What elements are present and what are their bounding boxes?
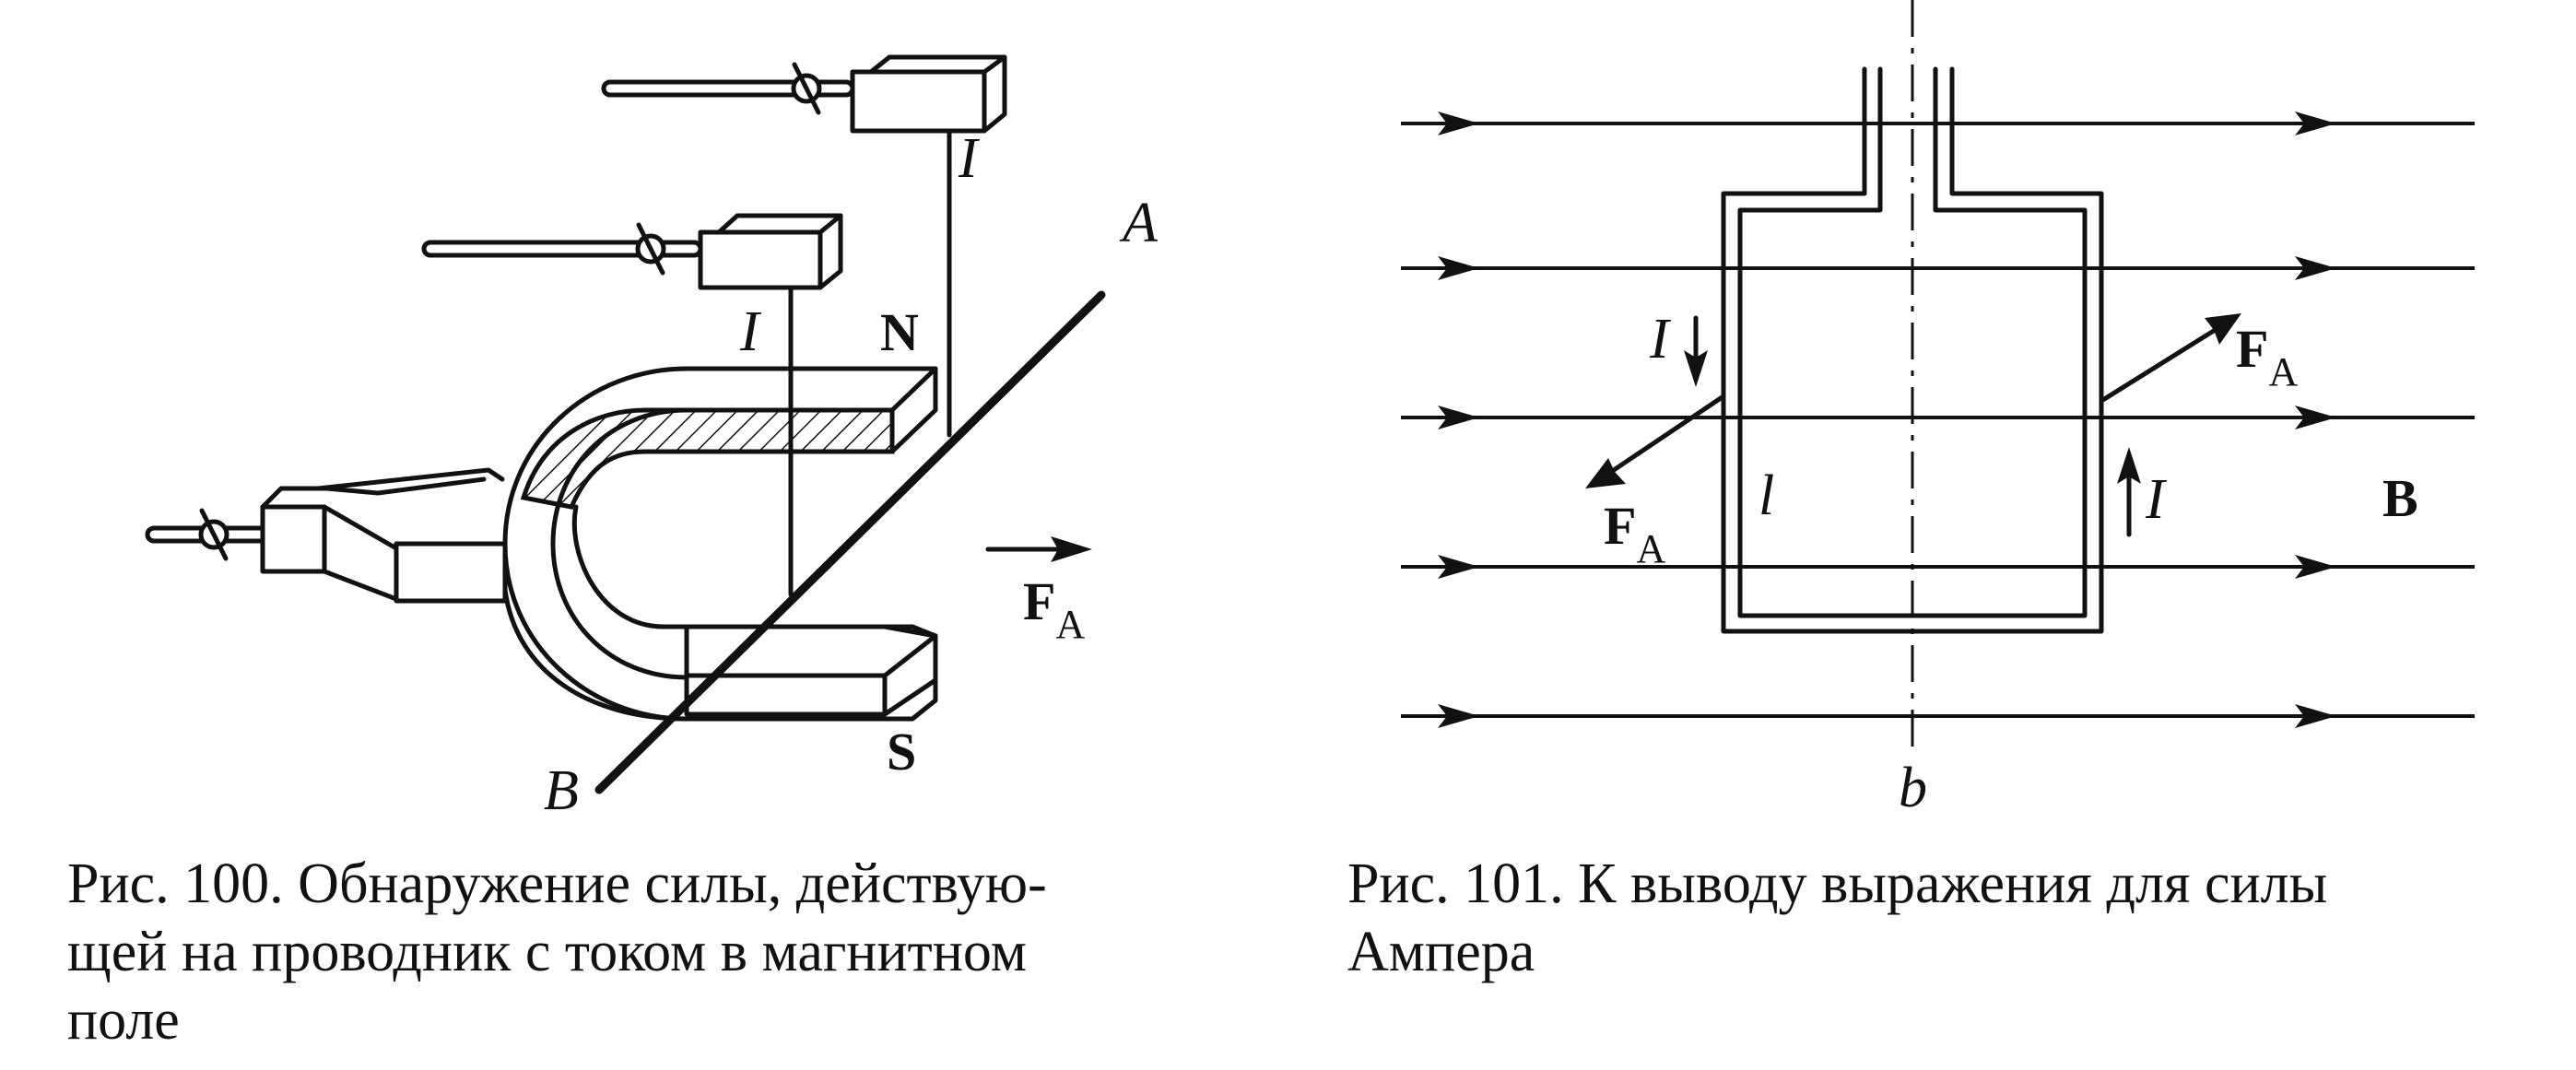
caption-figure-100: Рис. 100. Обнаружение силы, действую-щей… (67, 850, 1265, 1054)
current-arrow-left (1684, 315, 1708, 387)
label-force-sub: A (1055, 602, 1085, 647)
label-force-main: F (1023, 571, 1055, 631)
lower-stand (145, 467, 508, 604)
force-arrow-fig100 (985, 536, 1092, 562)
label-end-a: A (1119, 192, 1159, 254)
upper-stand (601, 54, 1007, 134)
current-loop (1721, 66, 2104, 634)
middle-stand (421, 213, 843, 290)
label-current-right: I (2145, 468, 2168, 531)
caption-line: поле (67, 989, 180, 1052)
label-force-right-sub: A (2268, 349, 2298, 394)
label-pole-north: N (880, 302, 919, 362)
field-lines (1401, 112, 2475, 728)
label-pole-south: S (887, 722, 916, 782)
figure-100-diagram: I I N S A B FA (145, 54, 1159, 822)
label-end-b: B (544, 759, 579, 822)
label-force-left: FA (1604, 496, 1665, 571)
current-arrow-right (2117, 447, 2141, 537)
force-arrow-left (1585, 394, 1726, 488)
caption-line: Рис. 100. Обнаружение силы, действую- (67, 852, 1047, 915)
label-force-right-main: F (2236, 319, 2268, 379)
label-current-lower: I (739, 300, 762, 363)
figure-101-diagram: I I FA FA l B b (1401, 0, 2475, 819)
label-current-left: I (1649, 308, 1672, 370)
conductor-ab (594, 290, 1106, 794)
caption-line: щей на проводник с током в магнитном (67, 921, 1027, 983)
label-axis-b: b (1899, 757, 1927, 819)
horseshoe-magnet (502, 366, 938, 722)
label-current-upper: I (958, 127, 981, 190)
caption-line: Рис. 101. К выводу выражения для силы (1347, 852, 2328, 915)
label-force-fig100: FA (1023, 571, 1085, 647)
label-force-left-sub: A (1636, 526, 1665, 571)
label-force-left-main: F (1604, 496, 1636, 556)
force-arrow-right (2099, 313, 2241, 404)
caption-line: Ампера (1347, 921, 1535, 983)
label-force-right: FA (2236, 319, 2298, 394)
label-length: l (1759, 464, 1774, 527)
label-field: B (2382, 468, 2418, 528)
